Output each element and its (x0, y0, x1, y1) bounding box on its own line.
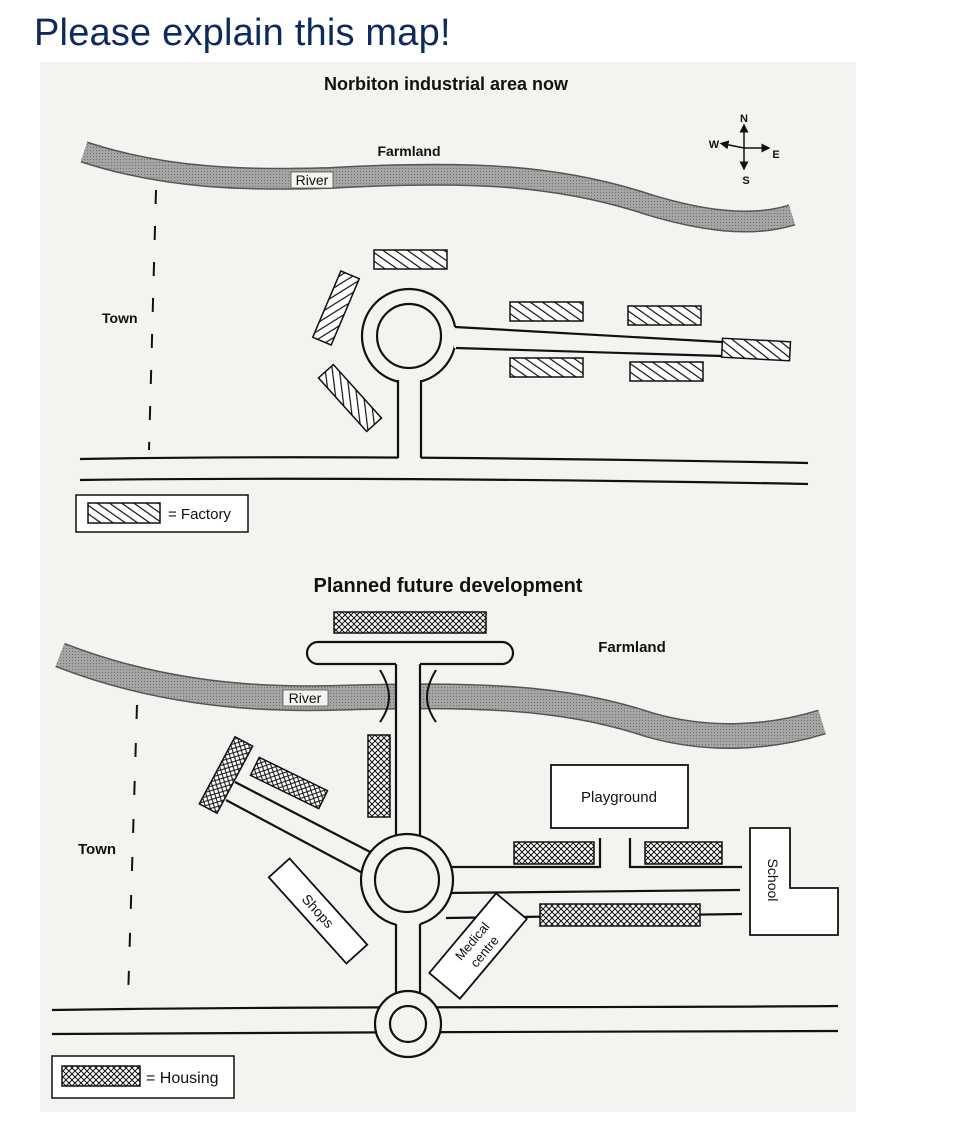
factory (627, 305, 702, 326)
town-boundary-future (127, 704, 138, 1001)
medical-centre (427, 892, 529, 1000)
playground (550, 764, 689, 829)
north-road-end (305, 640, 515, 666)
farmland-label-future: Farmland (598, 639, 666, 656)
shops (267, 857, 369, 965)
school-label: School (765, 859, 781, 902)
svg-text:W: W (709, 139, 720, 151)
factory (720, 337, 792, 362)
farmland-label-now: Farmland (377, 143, 440, 159)
northwest-road (225, 781, 379, 879)
river-label-future: River (289, 690, 322, 706)
town-label-now: Town (102, 310, 138, 326)
town-boundary-now (148, 189, 157, 451)
town-label-future: Town (78, 841, 116, 858)
factory (629, 361, 704, 382)
housing-future (198, 734, 723, 927)
legend-factory-label: = Factory (168, 506, 231, 523)
legend-factory-swatch (87, 502, 161, 524)
svg-text:S: S (742, 175, 749, 187)
factory (509, 357, 584, 378)
river-now (81, 142, 795, 231)
small-roundabout (373, 989, 443, 1059)
compass-icon: N S E W (709, 113, 780, 187)
book-page (40, 62, 856, 1112)
east-roads (445, 838, 743, 920)
factory (509, 301, 584, 322)
housing (644, 841, 723, 865)
svg-text:N: N (740, 113, 748, 125)
factory (311, 269, 361, 347)
playground-label: Playground (581, 789, 657, 806)
main-road-future (51, 1004, 839, 1036)
river-label-box (290, 171, 334, 189)
east-road-now (454, 325, 723, 358)
housing (198, 735, 254, 815)
housing (249, 756, 329, 810)
north-road-bridge (396, 662, 420, 842)
housing (513, 841, 595, 865)
question-heading: Please explain this map! (34, 12, 451, 54)
factory (317, 363, 383, 433)
school (749, 827, 839, 936)
housing-north (333, 611, 487, 634)
factory (373, 249, 448, 270)
river-label-now: River (296, 172, 329, 188)
factories-now (311, 249, 792, 433)
river-future (55, 644, 826, 748)
map-future-title: Planned future development (314, 575, 583, 597)
housing (539, 903, 701, 927)
main-road-now (79, 456, 809, 486)
svg-text:E: E (772, 149, 779, 161)
legend-housing-swatch (61, 1065, 141, 1087)
map-now-title: Norbiton industrial area now (324, 74, 569, 94)
legend-housing-label: = Housing (146, 1070, 219, 1087)
housing (367, 734, 391, 818)
